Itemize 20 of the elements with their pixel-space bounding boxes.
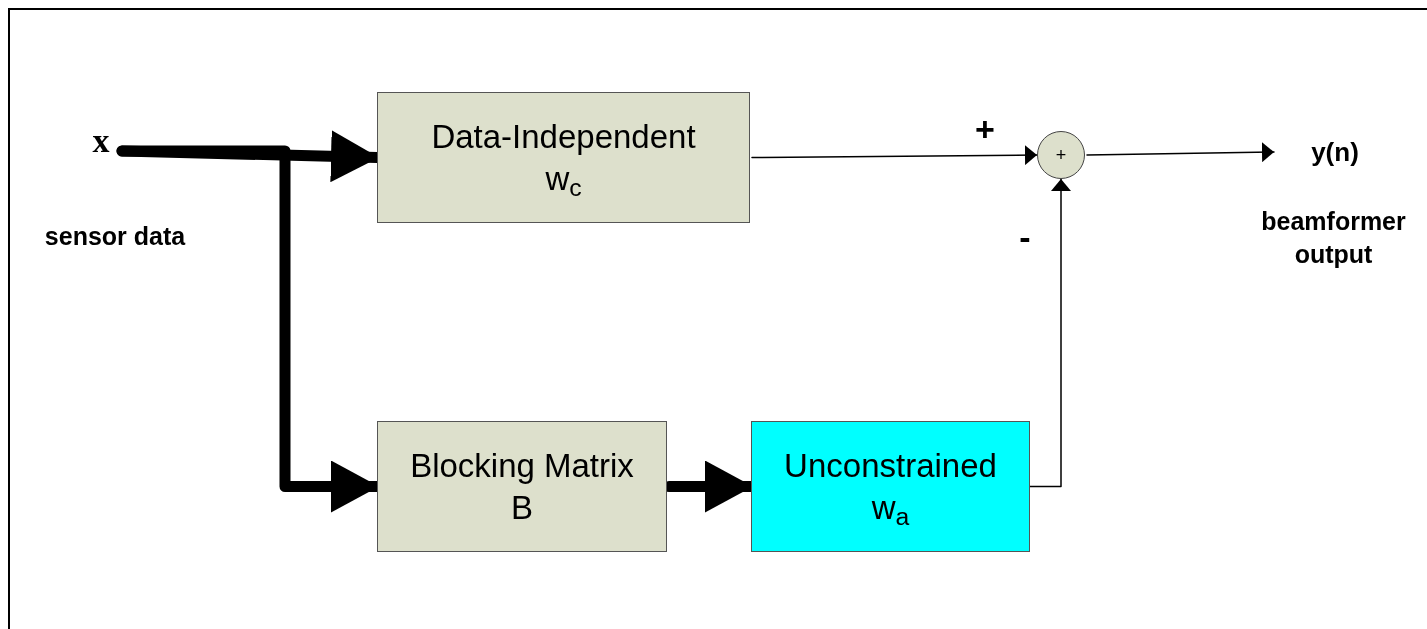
arrow: [1029, 178, 1071, 488]
process-box: [377, 92, 750, 223]
process-box: [377, 421, 667, 552]
node-text: y(n): [1311, 135, 1359, 169]
arrow: [1086, 142, 1275, 163]
node-text: +: [1055, 143, 1067, 167]
caption-text: sensor data: [43, 221, 187, 252]
node-text: w$_{c}$: [545, 158, 582, 199]
node-text: Data-Independent: [431, 117, 696, 158]
sign-label: -: [1018, 217, 1032, 258]
node-text: B: [511, 487, 533, 528]
summing-junction: [1037, 131, 1085, 179]
node-text: x: [92, 120, 110, 161]
node-text: w$_{a}$: [871, 487, 910, 528]
node-text: Unconstrained: [784, 446, 997, 487]
process-box: [751, 421, 1030, 552]
sign-label: +: [974, 109, 996, 150]
arrow: [751, 145, 1038, 166]
caption-text: beamformer output: [1260, 206, 1407, 270]
node-text: Blocking Matrix: [410, 446, 634, 487]
